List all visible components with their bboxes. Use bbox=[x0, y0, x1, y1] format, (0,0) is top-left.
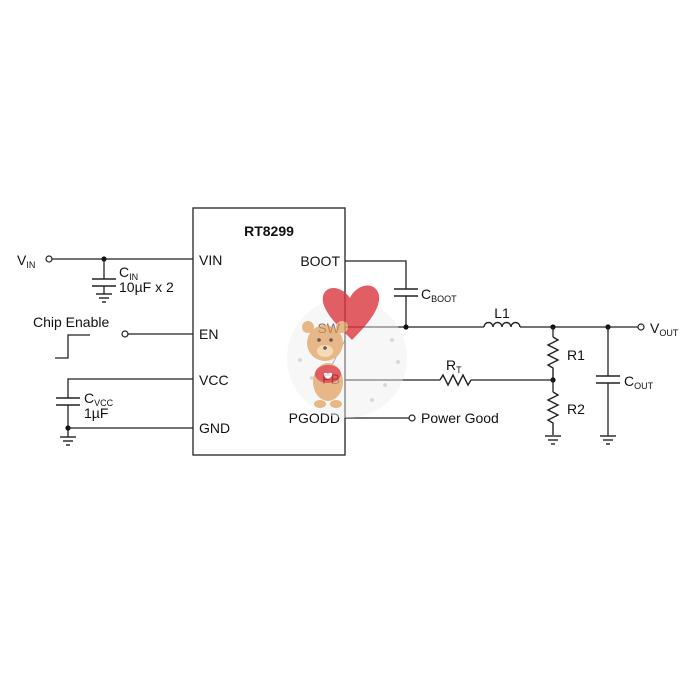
r1-label: R1 bbox=[567, 347, 585, 363]
teddy-bear-heart-balloon-icon bbox=[287, 285, 407, 418]
vout-label: VOUT bbox=[650, 320, 679, 338]
cboot-net bbox=[345, 260, 418, 327]
pin-vcc-label: VCC bbox=[199, 372, 229, 388]
feedback-divider bbox=[545, 327, 561, 445]
l1-label: L1 bbox=[494, 305, 510, 321]
cout-label: COUT bbox=[624, 373, 654, 391]
rt-resistor bbox=[439, 373, 472, 387]
chip-enable-label: Chip Enable bbox=[33, 314, 109, 330]
l1-inductor bbox=[483, 321, 521, 328]
cboot-label: CBOOT bbox=[421, 286, 457, 304]
en-terminal bbox=[121, 330, 129, 338]
cin-label: CIN bbox=[119, 264, 138, 282]
vin-terminal bbox=[45, 255, 53, 263]
vcc-net bbox=[56, 378, 193, 446]
bear-head-icon bbox=[307, 325, 343, 361]
cin-value: 10µF x 2 bbox=[119, 279, 174, 295]
pgood-terminal bbox=[408, 414, 416, 422]
vin-label: VIN bbox=[17, 252, 35, 270]
fb-net bbox=[345, 373, 553, 387]
heart-balloon-icon bbox=[322, 285, 380, 340]
vin-net bbox=[45, 255, 193, 303]
ic-name: RT8299 bbox=[244, 223, 294, 239]
pin-gnd-label: GND bbox=[199, 420, 230, 436]
pin-vin-label: VIN bbox=[199, 252, 222, 268]
vout-terminal bbox=[637, 323, 645, 331]
pin-boot-label: BOOT bbox=[300, 253, 340, 269]
rt-label: RT bbox=[446, 357, 462, 375]
cvcc-value: 1µF bbox=[84, 405, 108, 421]
power-good-label: Power Good bbox=[421, 410, 499, 426]
cout-net bbox=[596, 327, 620, 445]
r2-resistor bbox=[546, 391, 560, 435]
r2-label: R2 bbox=[567, 401, 585, 417]
r1-resistor bbox=[546, 336, 560, 380]
pin-pgood-label: PGODD bbox=[289, 410, 340, 426]
cvcc-label: CVCC bbox=[84, 390, 114, 408]
enable-step-symbol bbox=[55, 334, 90, 359]
pin-en-label: EN bbox=[199, 326, 218, 342]
